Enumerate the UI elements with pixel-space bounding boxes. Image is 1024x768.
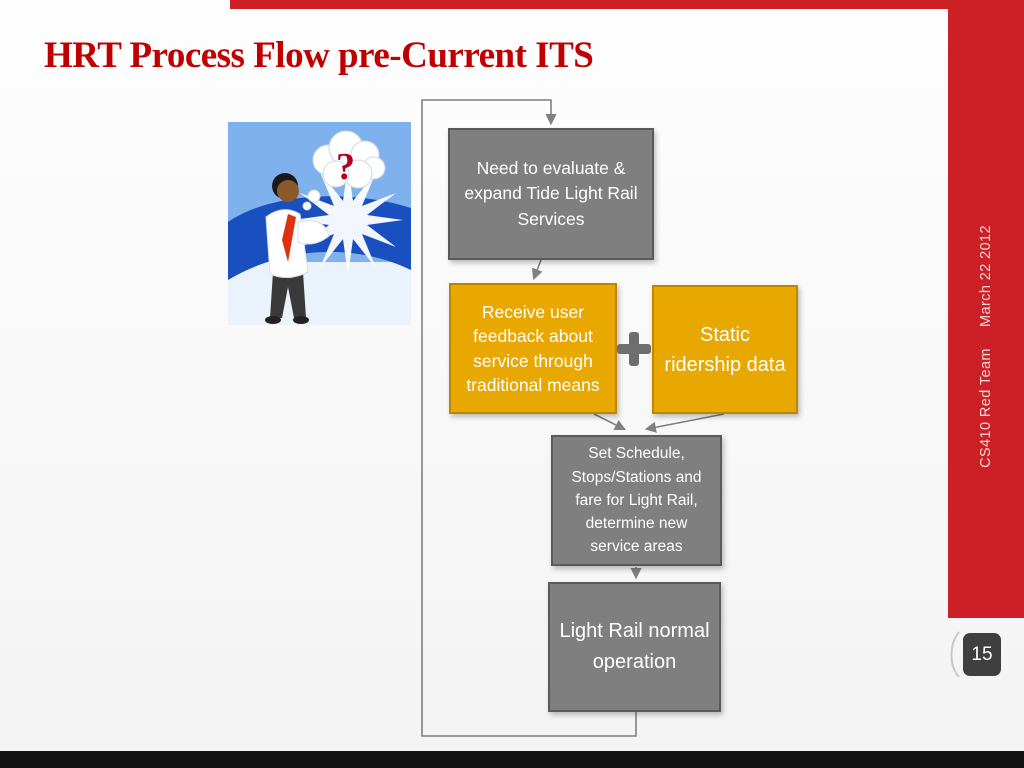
connector-static-to-schedule bbox=[644, 413, 725, 433]
thinking-person-clipart: ? bbox=[228, 122, 411, 325]
flow-node-text: Set Schedule, Stops/Stations and fare fo… bbox=[571, 445, 702, 556]
flow-node-text: Receive user feedback about service thro… bbox=[466, 302, 600, 395]
question-mark: ? bbox=[336, 146, 355, 188]
sidebar-team: CS410 Red Team bbox=[978, 348, 994, 468]
flow-node-schedule: Set Schedule, Stops/Stations and fare fo… bbox=[551, 435, 722, 566]
flow-node-text: Static ridership data bbox=[664, 323, 786, 376]
flow-node-feedback: Receive user feedback about service thro… bbox=[449, 283, 617, 414]
flow-node-static-data: Static ridership data bbox=[652, 285, 798, 414]
flow-node-evaluate: Need to evaluate & expand Tide Light Rai… bbox=[448, 128, 654, 260]
page-number-bracket bbox=[950, 631, 960, 678]
connector-evaluate-to-feedback bbox=[532, 259, 543, 281]
connector-feedback-to-schedule bbox=[593, 413, 627, 431]
plus-icon bbox=[617, 332, 651, 366]
slide-title: HRT Process Flow pre-Current ITS bbox=[44, 35, 594, 76]
right-accent-bar bbox=[948, 0, 1024, 618]
top-accent-bar bbox=[230, 0, 1024, 9]
clipart-graphic: ? bbox=[228, 122, 411, 325]
flow-node-text: Light Rail normal operation bbox=[559, 620, 710, 673]
flow-node-operation: Light Rail normal operation bbox=[548, 582, 721, 712]
starburst bbox=[293, 165, 403, 275]
footer-bar bbox=[0, 751, 1024, 768]
flow-node-text: Need to evaluate & expand Tide Light Rai… bbox=[464, 157, 638, 229]
sidebar-date: March 22 2012 bbox=[978, 225, 994, 327]
page-number-badge: 15 bbox=[963, 633, 1001, 676]
thought-bubble bbox=[302, 130, 386, 211]
